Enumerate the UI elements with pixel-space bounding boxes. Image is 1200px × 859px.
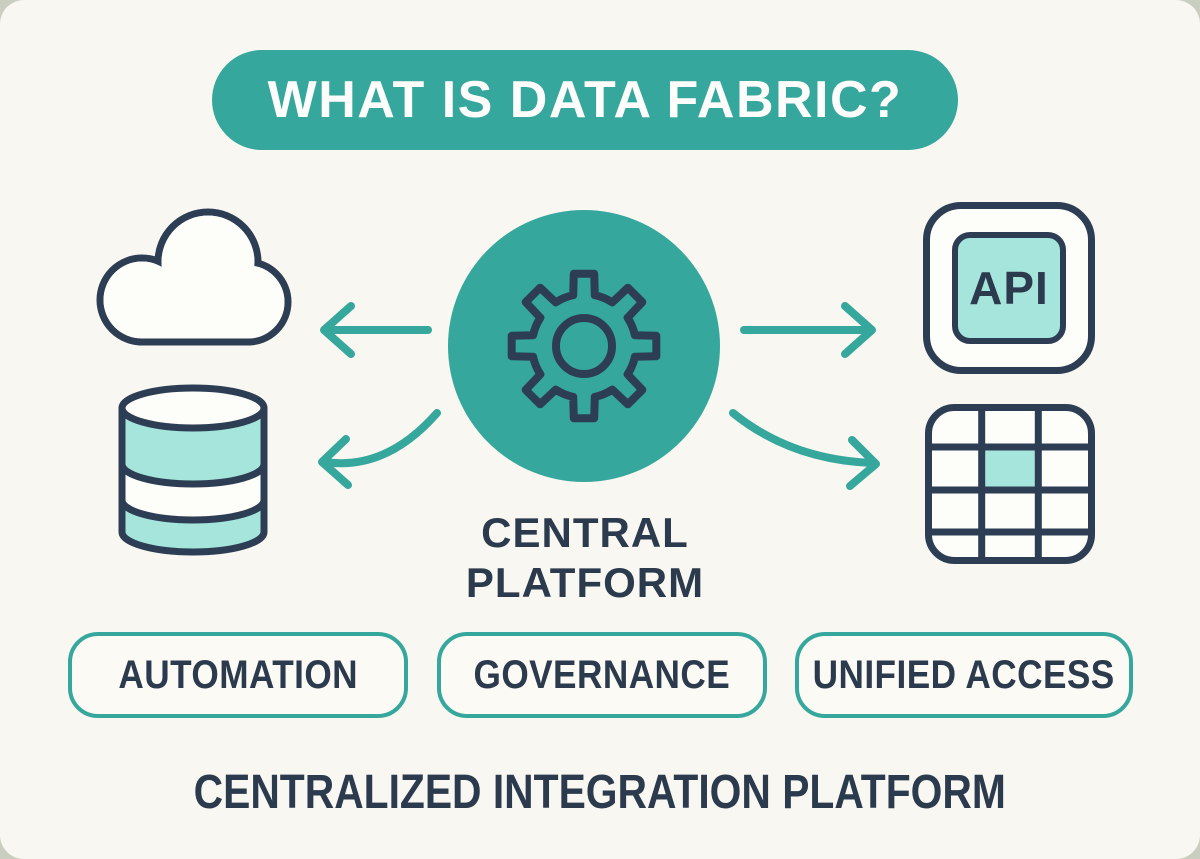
grid-highlight-cell [981, 447, 1039, 490]
central-label-line1: CENTRAL [481, 509, 689, 556]
pill-governance-label: GOVERNANCE [473, 652, 731, 697]
central-platform-label: CENTRAL PLATFORM [420, 508, 750, 607]
cloud-icon [96, 208, 292, 346]
bottom-caption-text: CENTRALIZED INTEGRATION PLATFORM [193, 766, 1007, 819]
grid-node [925, 404, 1095, 569]
page-title: WHAT IS DATA FABRIC? [267, 71, 903, 129]
database-icon [118, 384, 268, 556]
arrow-to-database-icon [318, 409, 441, 489]
arrow-to-api-icon [740, 302, 876, 358]
api-chip-icon: API [923, 202, 1095, 374]
database-node [118, 382, 268, 567]
pill-governance: GOVERNANCE [437, 632, 767, 718]
pill-unified-access-label: UNIFIED ACCESS [812, 652, 1116, 697]
cloud-node [90, 200, 300, 355]
arrow-to-grid-icon [729, 409, 880, 490]
pill-unified-access: UNIFIED ACCESS [795, 632, 1133, 718]
data-grid-icon [925, 404, 1095, 564]
central-label-line2: PLATFORM [465, 558, 705, 606]
api-label: API [969, 262, 1049, 314]
pill-automation-label: AUTOMATION [118, 652, 358, 697]
pill-automation: AUTOMATION [68, 632, 408, 718]
title-banner: WHAT IS DATA FABRIC? [212, 50, 958, 150]
bottom-caption: CENTRALIZED INTEGRATION PLATFORM [0, 765, 1200, 820]
arrow-to-cloud-icon [320, 302, 432, 358]
central-platform-circle [448, 210, 720, 482]
api-chip-inner: API [952, 232, 1066, 344]
gear-icon [507, 269, 661, 423]
